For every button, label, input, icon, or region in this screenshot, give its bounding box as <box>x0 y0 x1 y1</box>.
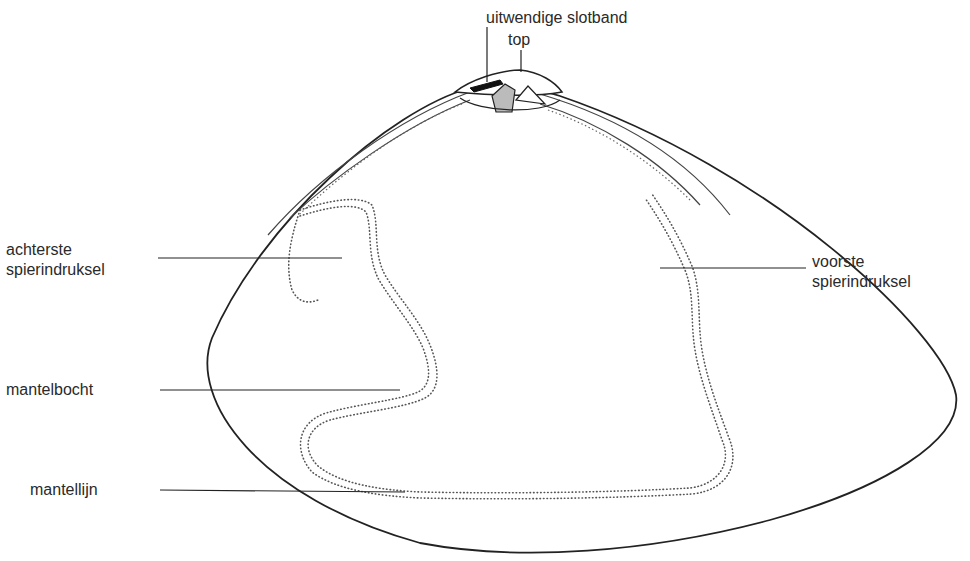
resilifer <box>492 84 515 112</box>
part-label: achterste spierindruksel <box>6 240 146 280</box>
part-label: uitwendige slotband <box>486 8 627 28</box>
part-label: mantelbocht <box>6 380 93 400</box>
shell-outline <box>207 86 956 553</box>
hinge-rim <box>460 98 560 110</box>
hinge-tooth <box>516 86 545 104</box>
part-label: mantellijn <box>30 480 98 500</box>
hinge-plate-right-dots <box>548 110 690 200</box>
hinge-plate-right <box>540 94 730 215</box>
leader-lines <box>158 27 806 492</box>
hinge-plate-left-dots <box>300 104 462 214</box>
part-label: voorste spierindruksel <box>812 252 962 292</box>
pallial-line <box>289 194 733 499</box>
part-label: top <box>508 30 530 50</box>
